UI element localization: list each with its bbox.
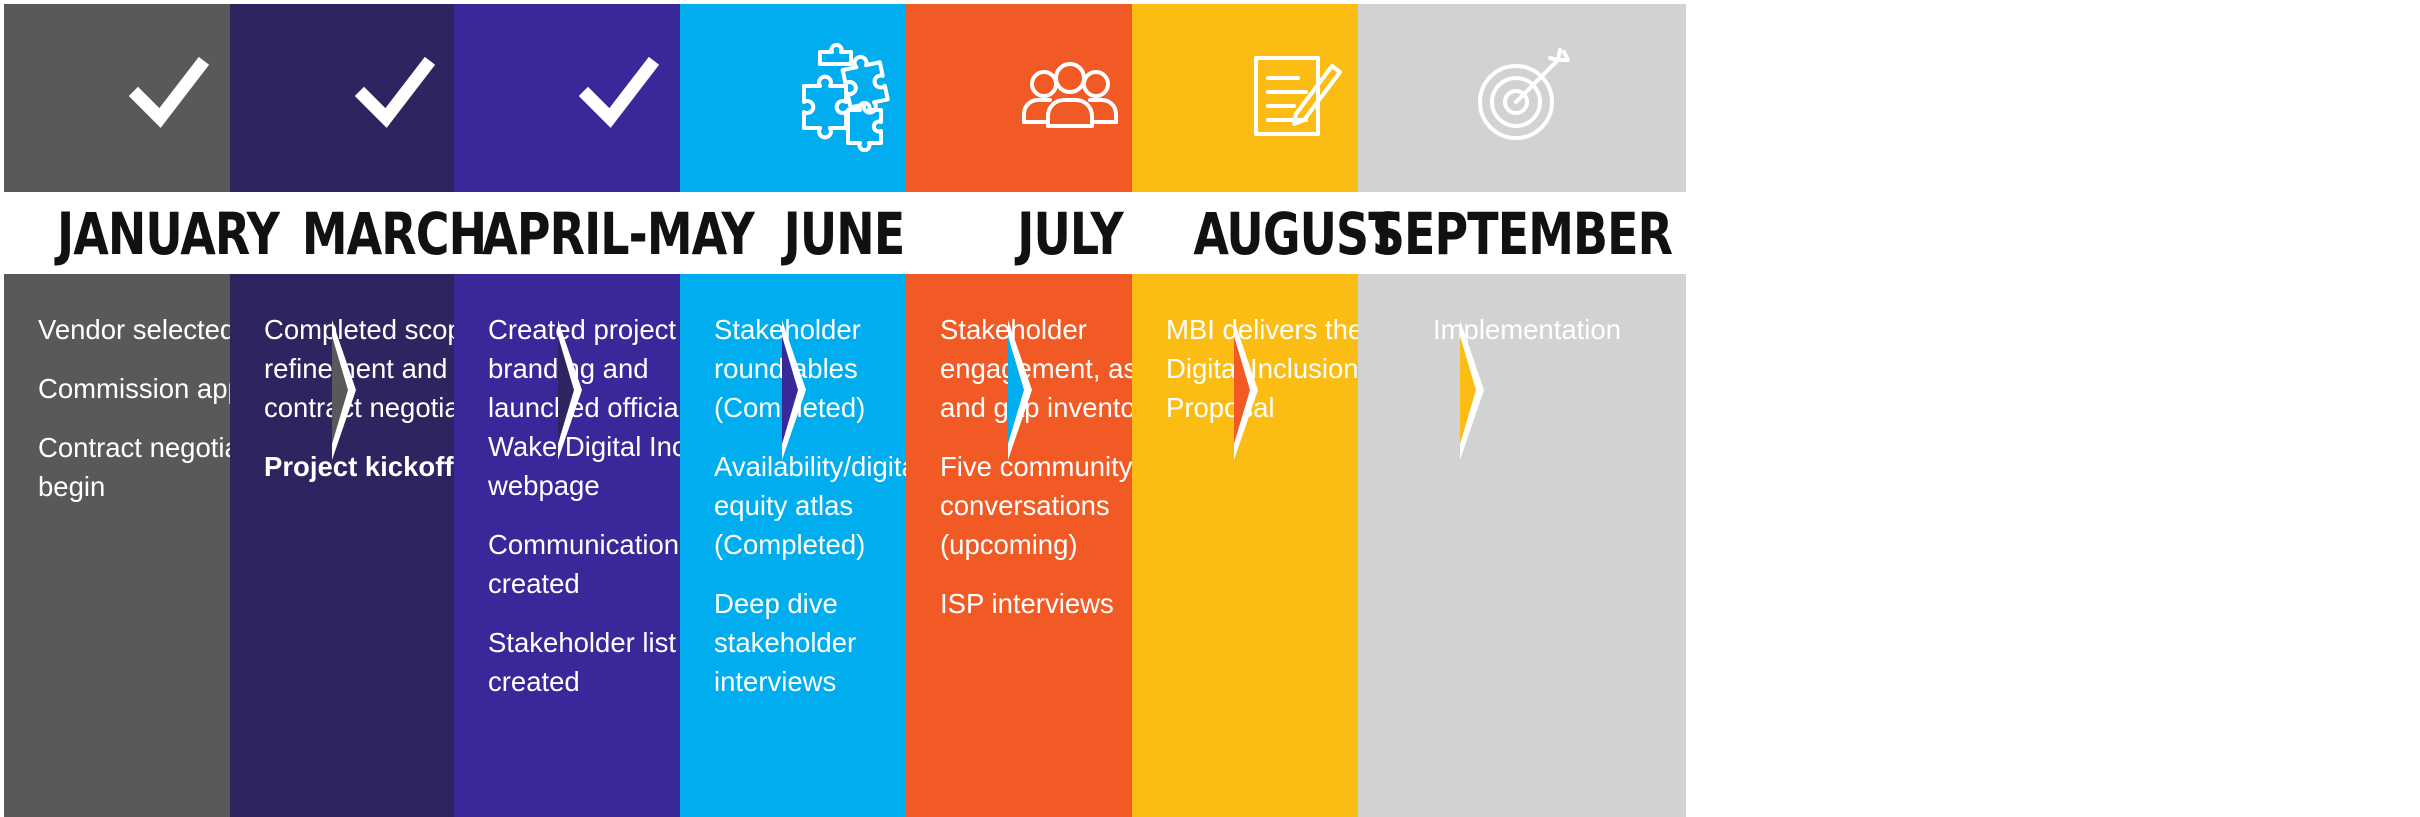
document-pen-icon	[1236, 36, 1356, 161]
puzzle-pieces-icon	[784, 36, 904, 161]
phase-item: Five community conversations (upcoming)	[940, 451, 1133, 560]
phase-items: MBI delivers the Digital Inclusion Propo…	[1166, 310, 1436, 447]
month-label: MARCH	[301, 200, 487, 268]
chevron-arrow-icon	[1234, 320, 1258, 460]
target-arrow-icon	[1462, 36, 1582, 161]
phase-items: Implementation	[1392, 310, 1662, 369]
chevron-arrow-icon	[1008, 320, 1032, 460]
phase-item: Implementation	[1432, 314, 1621, 345]
phase-body: Implementation	[1358, 274, 1686, 817]
checkmark-icon	[108, 36, 228, 161]
checkmark-icon	[334, 36, 454, 161]
month-label: JUNE	[783, 200, 906, 268]
phase-items: Created project branding and launched of…	[488, 310, 758, 721]
phase-header-block	[1358, 4, 1686, 192]
phase-item: Availability/digital equity atlas (Compl…	[714, 451, 923, 560]
chevron-arrow-icon	[558, 320, 582, 460]
phase-item: ISP interviews	[940, 588, 1114, 619]
month-label: AUGUST	[1193, 200, 1399, 268]
month-label: JANUARY	[57, 200, 280, 268]
checkmark-icon	[558, 36, 678, 161]
phase-item: Stakeholder list created	[488, 627, 677, 697]
chevron-arrow-icon	[332, 320, 356, 460]
phase-item: Deep dive stakeholder interviews	[714, 588, 857, 697]
chevron-arrow-icon	[1460, 320, 1484, 460]
phase-item: MBI delivers the Digital Inclusion Propo…	[1166, 314, 1364, 423]
phase-item: Vendor selected	[38, 314, 236, 345]
month-label: APRIL-MAY	[482, 200, 755, 268]
month-label: JULY	[1017, 200, 1123, 268]
month-label: SEPTEMBER	[1371, 200, 1673, 268]
phase-column: SEPTEMBER Implementation	[1358, 0, 1686, 817]
phase-item: Project kickoff!	[264, 451, 463, 482]
people-group-icon	[1010, 36, 1130, 161]
chevron-arrow-icon	[782, 320, 806, 460]
phase-item: Created project branding and launched of…	[488, 314, 758, 501]
